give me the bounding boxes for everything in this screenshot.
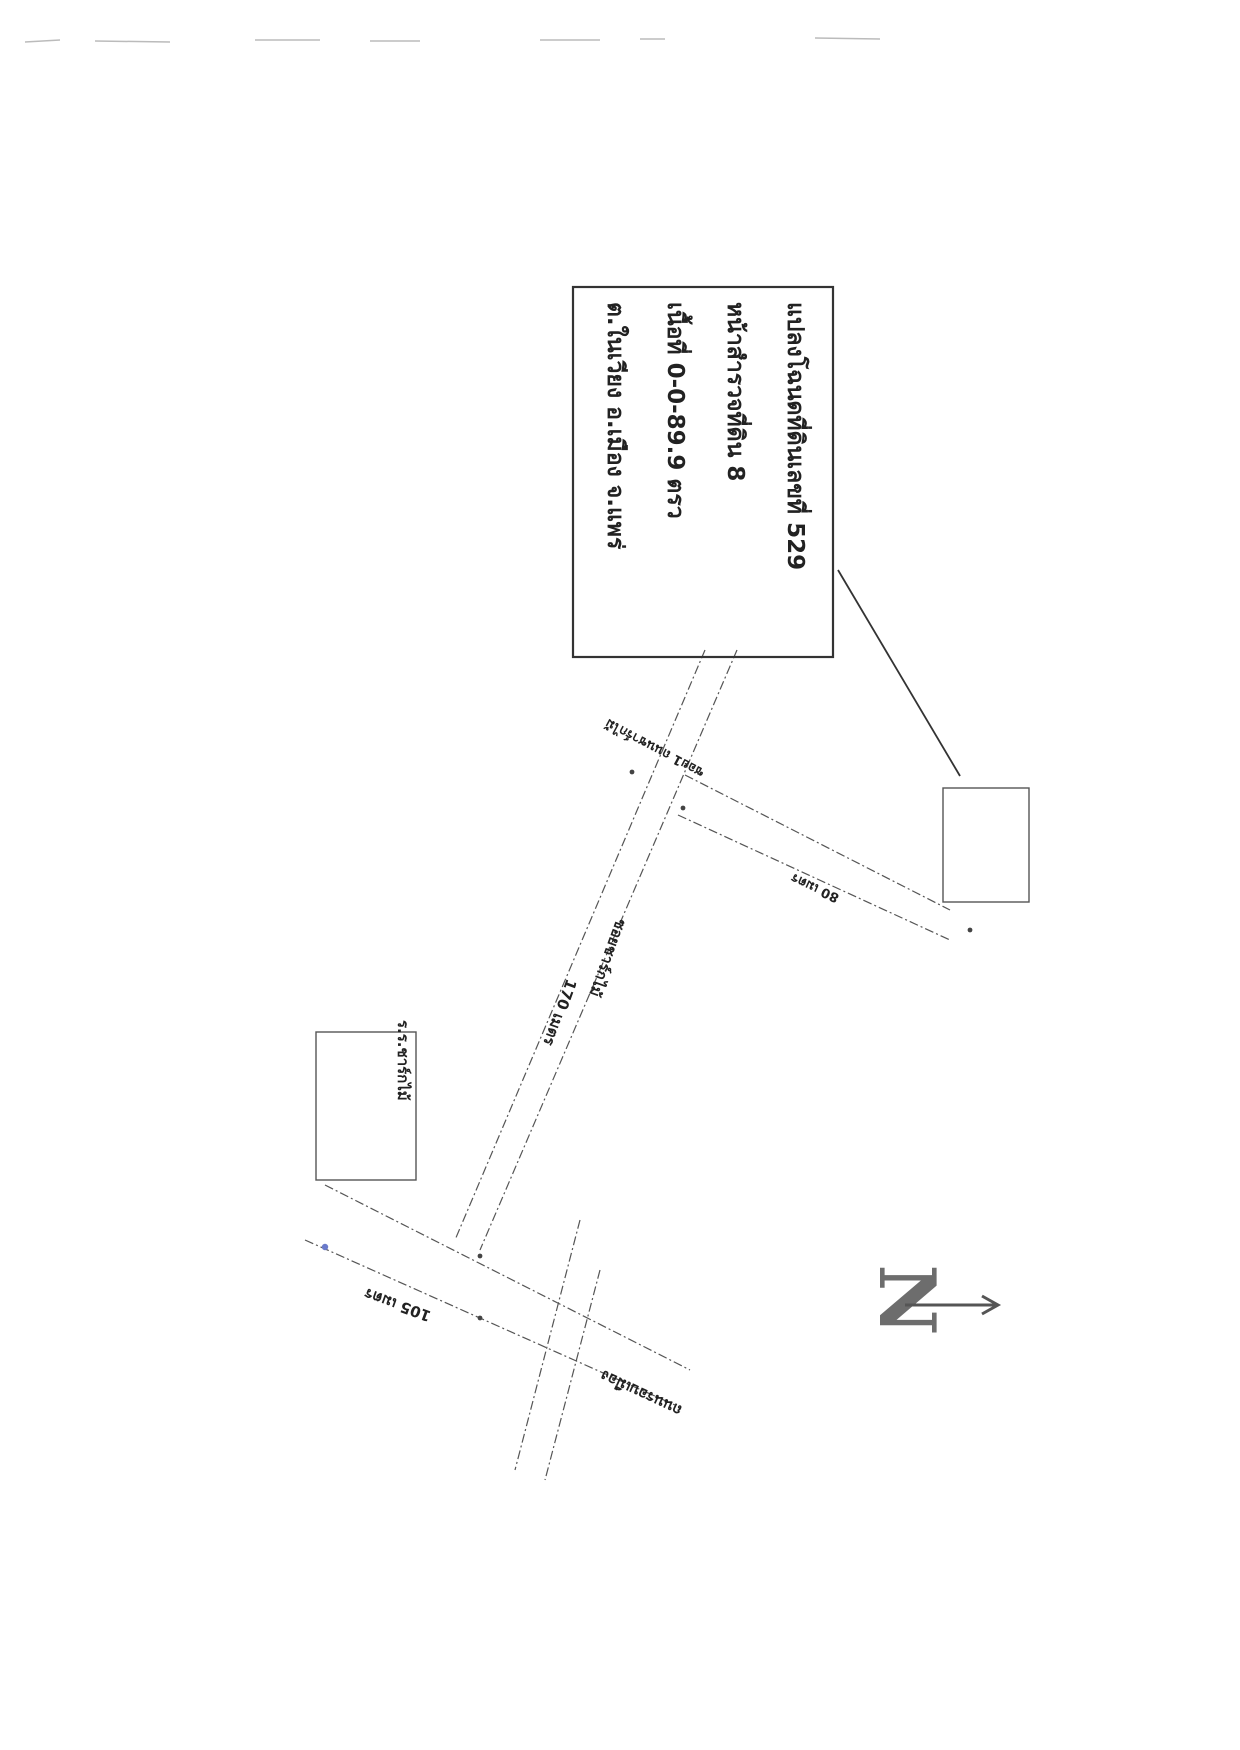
parcel-line-4: ต.ในเวียง อ.เมือง จ.แพร่ [602, 302, 630, 550]
parcel-info-box [571, 285, 835, 659]
school-label: ร.ร.ชาร์กไม้ [394, 1020, 413, 1101]
cross-road-distance: 105 เมตร [361, 1284, 433, 1325]
north-letter-icon: N [861, 1264, 952, 1335]
north-arrow: N [861, 1264, 1002, 1336]
school-box [315, 1031, 417, 1181]
parcel-line-1: แปลงโฉนดที่ดินเลขที่ 529 [782, 302, 813, 570]
survey-dots [321, 769, 973, 1321]
intersection-road [514, 1219, 601, 1481]
parcel-line-3: เนื้อที่ 0-0-89.9 ตรว [662, 302, 693, 519]
main-road-distance: 170 เมตร [539, 977, 580, 1049]
target-parcel [942, 787, 1030, 903]
side-road-name: ซอย1 ถนนชาร์กไม้ [602, 715, 707, 781]
main-road [454, 649, 738, 1251]
parcel-line-2: หน้าสำรวจที่ดิน 8 [722, 302, 753, 481]
cross-road [304, 1184, 691, 1406]
main-road-name: ซอยชาร์กไม้ [585, 917, 631, 1000]
leader-line [837, 569, 961, 777]
scan-artifacts [24, 37, 881, 43]
side-road-distance: 80 เมตร [789, 870, 842, 905]
side-road [677, 774, 951, 941]
cross-road-name: ถนนรอบเมือง [598, 1366, 685, 1419]
